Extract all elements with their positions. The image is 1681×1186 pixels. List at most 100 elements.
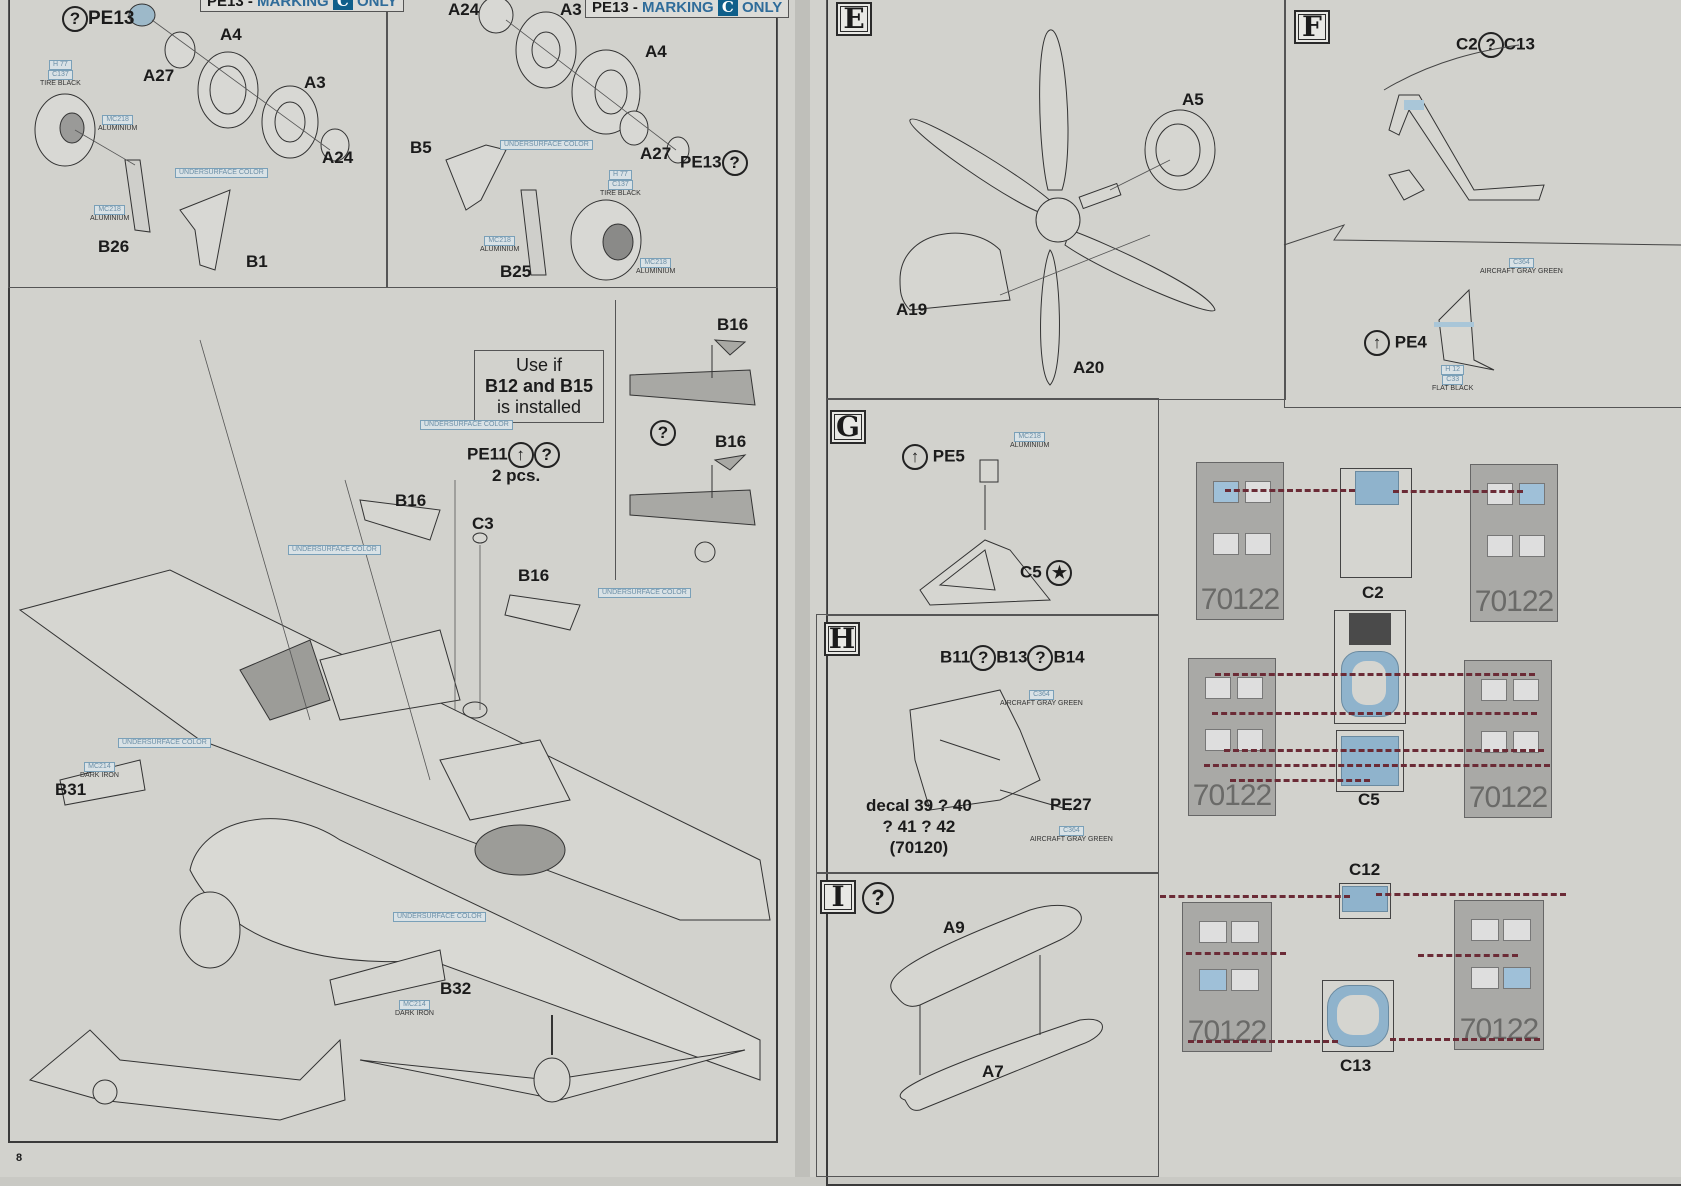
paint-callout: UNDERSURFACE COLOR bbox=[288, 545, 381, 555]
part-label: A27 bbox=[640, 144, 672, 163]
step-f-marker: F bbox=[1294, 10, 1330, 44]
pe4-label: ↑ PE4 bbox=[1364, 330, 1427, 356]
pe-flip-icon: ↑ bbox=[902, 444, 928, 470]
windscreen-drawing bbox=[919, 459, 1052, 606]
paint-callout: UNDERSURFACE COLOR bbox=[500, 140, 593, 150]
mask-label-c2: C2 bbox=[1362, 583, 1384, 602]
paint-callout: UNDERSURFACE COLOR bbox=[175, 168, 268, 178]
banner-marking: MARKING bbox=[642, 0, 714, 16]
part-label: B31 bbox=[55, 780, 87, 799]
marking-banner-right: PE13 - MARKING C ONLY bbox=[585, 0, 790, 18]
part-label: ?PE13 bbox=[62, 6, 134, 32]
pe-flip-icon: ↑ bbox=[507, 442, 534, 468]
pe27-label: PE27 bbox=[1050, 795, 1092, 814]
mask-fret: 70122 bbox=[1464, 660, 1552, 818]
step-e-marker: E bbox=[836, 2, 872, 36]
fret-number: 70122 bbox=[1187, 1015, 1267, 1048]
fret-number: 70122 bbox=[1200, 583, 1280, 616]
part-label: A24 bbox=[448, 0, 480, 19]
part-label: B5 bbox=[410, 138, 432, 157]
banner-marking: MARKING bbox=[257, 0, 329, 10]
mask-guide-line bbox=[1376, 893, 1566, 896]
part-label: C3 bbox=[472, 514, 494, 533]
left-page-frame bbox=[8, 0, 778, 1143]
step-h-marker: H bbox=[824, 622, 860, 656]
pe-part-icon: ? bbox=[862, 882, 894, 914]
canopy-detail-drawing bbox=[1283, 44, 1681, 371]
banner-letter: C bbox=[717, 0, 738, 16]
pe-part-icon: ? bbox=[721, 150, 748, 176]
part-label: A3 bbox=[304, 73, 326, 92]
mask-fret: 70122 bbox=[1196, 462, 1284, 620]
pe-part-icon: ? bbox=[1027, 645, 1054, 671]
banner-suffix: ONLY bbox=[357, 0, 398, 10]
star-icon: ★ bbox=[1046, 560, 1073, 586]
part-label: A7 bbox=[982, 1062, 1004, 1081]
mask-c2 bbox=[1340, 468, 1412, 578]
mask-label-c12: C12 bbox=[1349, 860, 1381, 879]
part-label: B11?B13?B14 bbox=[940, 645, 1085, 671]
mask-fret: 70122 bbox=[1454, 900, 1544, 1050]
part-label: A9 bbox=[943, 918, 965, 937]
pe-part-icon: ? bbox=[1477, 32, 1504, 58]
part-label: A19 bbox=[896, 300, 928, 319]
right-wheel-drawing bbox=[445, 0, 690, 281]
part-label: B32 bbox=[440, 979, 472, 998]
step-h-panel bbox=[816, 614, 1159, 874]
paint-callout: UNDERSURFACE COLOR bbox=[393, 912, 486, 922]
pe-part-icon: ? bbox=[62, 6, 88, 32]
part-label: B25 bbox=[500, 262, 532, 281]
step-g-panel bbox=[826, 398, 1159, 616]
banner-suffix: ONLY bbox=[742, 0, 783, 16]
mask-fret: 70122 bbox=[1470, 464, 1558, 622]
mask-guide-line bbox=[1215, 673, 1535, 676]
pe11-label: PE11↑? bbox=[467, 442, 560, 468]
mask-guide-line bbox=[1230, 779, 1370, 782]
part-label: A3 bbox=[560, 0, 582, 19]
part-label: A20 bbox=[1073, 358, 1105, 377]
pe-flip-icon: ↑ bbox=[1364, 330, 1390, 356]
fret-number: 70122 bbox=[1192, 779, 1272, 812]
part-label: B26 bbox=[98, 237, 130, 256]
part-label: A27 bbox=[143, 66, 175, 85]
mask-c5 bbox=[1336, 730, 1404, 792]
mask-fret: 70122 bbox=[1182, 902, 1272, 1052]
fret-number: 70122 bbox=[1474, 585, 1554, 618]
marking-banner-left: PE13 - MARKING C ONLY bbox=[200, 0, 405, 12]
part-label: C2?C13 bbox=[1456, 32, 1535, 58]
pe11-qty: 2 pcs. bbox=[492, 466, 541, 485]
c5-label: C5 ★ bbox=[1020, 560, 1073, 586]
step-i-marker: I bbox=[820, 880, 856, 914]
mask-guide-line bbox=[1393, 490, 1523, 493]
right-wheel-panel bbox=[386, 0, 778, 288]
part-label: A4 bbox=[220, 25, 242, 44]
mask-c12 bbox=[1339, 883, 1391, 919]
fret-number: 70122 bbox=[1459, 1013, 1539, 1046]
b16-option-panel bbox=[615, 300, 778, 580]
left-wheel-drawing bbox=[34, 3, 350, 271]
part-label: B16 bbox=[395, 491, 427, 510]
mask-guide-line bbox=[1160, 895, 1350, 898]
part-label: B16 bbox=[715, 432, 747, 451]
part-label: B1 bbox=[246, 252, 268, 271]
paint-callout: UNDERSURFACE COLOR bbox=[420, 420, 513, 430]
mask-guide-line bbox=[1188, 1040, 1338, 1043]
decal-note: decal 39 ? 40? 41 ? 42(70120) bbox=[866, 796, 972, 857]
left-wheel-panel bbox=[8, 0, 388, 288]
page-number: 8 bbox=[16, 1152, 23, 1164]
pe-part-icon: ? bbox=[533, 442, 560, 468]
banner-prefix: PE13 - bbox=[592, 0, 643, 16]
